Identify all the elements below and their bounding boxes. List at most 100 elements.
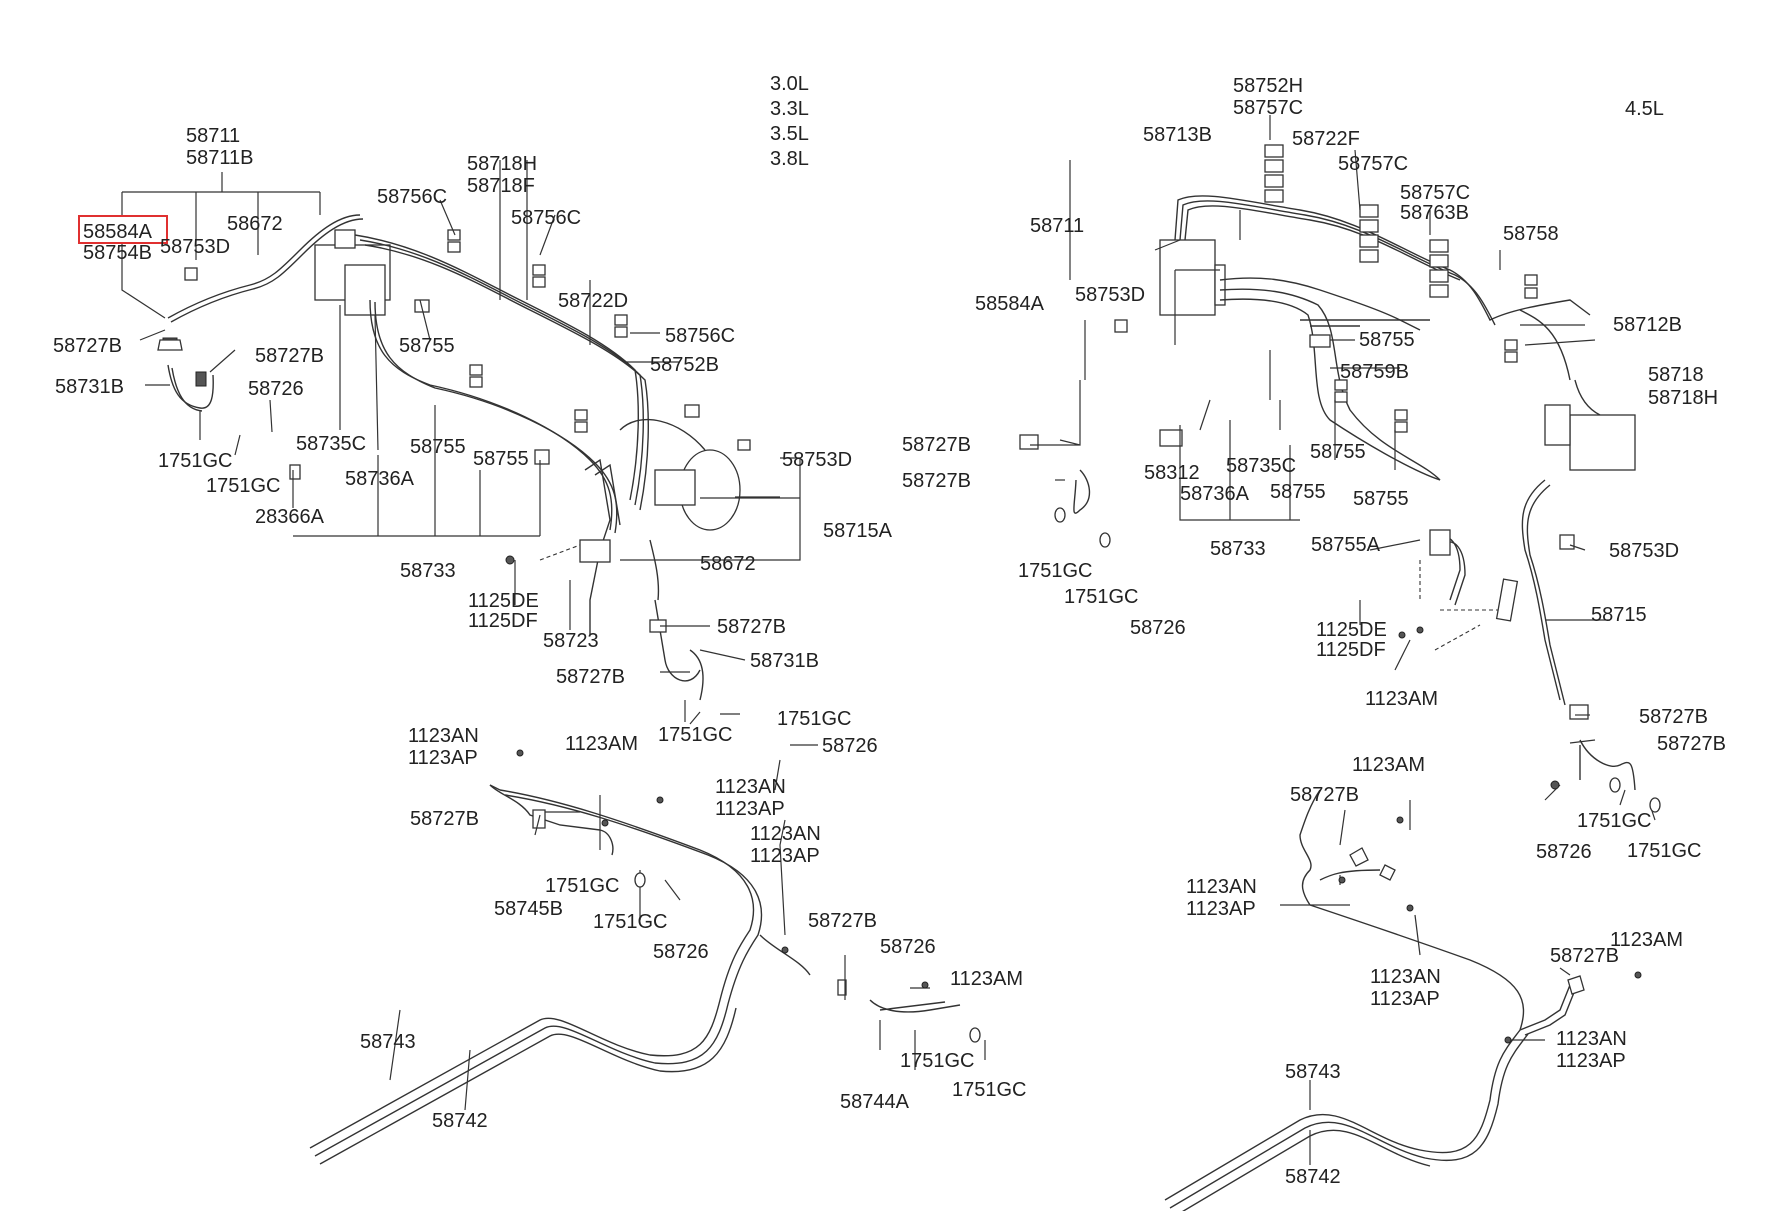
part-label-1123AP: 1123AP — [408, 747, 478, 769]
part-label-1123AM: 1123AM — [950, 968, 1023, 990]
part-label-58736A: 58736A — [1180, 483, 1250, 505]
variant-label: 3.0L — [770, 73, 809, 95]
part-label-58718: 58718 — [1648, 364, 1704, 386]
part-label-58755: 58755 — [473, 448, 529, 470]
part-label-58755A: 58755A — [1311, 534, 1381, 556]
part-label-1751GC: 1751GC — [593, 911, 668, 933]
part-label-58756C: 58756C — [665, 325, 735, 347]
distribution-block — [1159, 239, 1216, 316]
part-label-58727B: 58727B — [53, 335, 122, 357]
part-label-58758: 58758 — [1503, 223, 1559, 245]
part-label-58743: 58743 — [360, 1031, 416, 1053]
right-upper-labels: 58752H 58757C 58713B 58722F 58757C 58757… — [902, 75, 1726, 863]
part-label-1125DE: 1125DE — [468, 590, 539, 612]
part-label-58731B: 58731B — [750, 650, 819, 672]
part-label-58733: 58733 — [1210, 538, 1266, 560]
part-label-1123AM: 1123AM — [1365, 688, 1438, 710]
part-label-58726: 58726 — [880, 936, 936, 958]
part-label-58733: 58733 — [400, 560, 456, 582]
variant-label: 3.5L — [770, 123, 809, 145]
variant-label: 3.3L — [770, 98, 809, 120]
part-label-58727B: 58727B — [1657, 733, 1726, 755]
part-label-58763B: 58763B — [1400, 202, 1469, 224]
part-label-58755: 58755 — [1310, 441, 1366, 463]
part-label-1123AN: 1123AN — [1370, 966, 1441, 988]
part-label-1751GC: 1751GC — [658, 724, 733, 746]
part-label-58753D: 58753D — [1075, 284, 1145, 306]
part-label-1751GC: 1751GC — [952, 1079, 1027, 1101]
part-label-58757C: 58757C — [1338, 153, 1408, 175]
part-label-58711: 58711 — [1030, 215, 1084, 237]
part-label-58712B: 58712B — [1613, 314, 1682, 336]
part-label-1751GC: 1751GC — [777, 708, 852, 730]
part-label-58718H: 58718H — [467, 153, 537, 175]
part-label-1123AP: 1123AP — [1556, 1050, 1626, 1072]
part-label-58745B: 58745B — [494, 898, 563, 920]
part-label-58731B: 58731B — [55, 376, 124, 398]
engine-variants-left: 3.0L 3.3L 3.5L 3.8L — [770, 73, 809, 170]
part-label-58756C: 58756C — [511, 207, 581, 229]
right-lower-labels: 1123AM 58727B 1123AN 1123AP 1123AN 1123A… — [1186, 754, 1683, 1188]
part-label-58757C: 58757C — [1233, 97, 1303, 119]
part-label-58711B: 58711B — [186, 147, 253, 169]
part-label-58722D: 58722D — [558, 290, 628, 312]
part-label-1123AM: 1123AM — [1610, 929, 1683, 951]
part-label-1751GC: 1751GC — [1577, 810, 1652, 832]
part-label-58672: 58672 — [700, 553, 756, 575]
part-label-58755: 58755 — [1270, 481, 1326, 503]
part-label-1123AM: 1123AM — [1352, 754, 1425, 776]
part-label-1751GC: 1751GC — [206, 475, 281, 497]
part-label-1123AM: 1123AM — [565, 733, 638, 755]
part-label-1125DF: 1125DF — [1316, 639, 1386, 661]
part-label-1123AP: 1123AP — [1370, 988, 1440, 1010]
part-label-1123AN: 1123AN — [1186, 876, 1257, 898]
part-label-58584A[interactable]: 58584A — [83, 221, 153, 243]
part-label-1123AP: 1123AP — [1186, 898, 1256, 920]
part-label-58755: 58755 — [1353, 488, 1409, 510]
part-label-58726: 58726 — [822, 735, 878, 757]
part-label-58727B: 58727B — [1290, 784, 1359, 806]
part-label-58742: 58742 — [1285, 1166, 1341, 1188]
part-label-58757C: 58757C — [1400, 182, 1470, 204]
part-label-58759B: 58759B — [1340, 361, 1409, 383]
highlight-box — [78, 215, 168, 244]
part-label-58727B: 58727B — [410, 808, 479, 830]
left-lower-assembly — [309, 749, 986, 1165]
left-lower-labels: 1123AN 1123AP 1123AM 1123AN 1123AP 58727… — [360, 725, 1027, 1132]
engine-variant-right: 4.5L — [1625, 98, 1664, 120]
part-label-58755: 58755 — [1359, 329, 1415, 351]
part-label-58755: 58755 — [399, 335, 455, 357]
part-label-1751GC: 1751GC — [545, 875, 620, 897]
part-label-58718H: 58718H — [1648, 387, 1718, 409]
part-label-1123AN: 1123AN — [715, 776, 786, 798]
part-label-58727B: 58727B — [556, 666, 625, 688]
part-label-58713B: 58713B — [1143, 124, 1212, 146]
part-label-1123AN: 1123AN — [408, 725, 479, 747]
part-label-58753D: 58753D — [1609, 540, 1679, 562]
right-lower-assembly — [1164, 789, 1642, 1211]
part-label-58722F: 58722F — [1292, 128, 1360, 150]
part-label-58752B: 58752B — [650, 354, 719, 376]
part-label-58744A: 58744A — [840, 1091, 910, 1113]
part-label-58727B: 58727B — [1550, 945, 1619, 967]
part-label-58727B: 58727B — [717, 616, 786, 638]
part-label-28366A: 28366A — [255, 506, 325, 528]
part-label-58736A: 58736A — [345, 468, 415, 490]
part-label-58312: 58312 — [1144, 462, 1200, 484]
part-label-58723: 58723 — [543, 630, 599, 652]
part-label-1751GC: 1751GC — [1627, 840, 1702, 862]
part-label-1751GC: 1751GC — [1064, 586, 1139, 608]
part-label-58756C: 58756C — [377, 186, 447, 208]
part-label-1125DE: 1125DE — [1316, 619, 1387, 641]
part-label-58742: 58742 — [432, 1110, 488, 1132]
part-label-58754B: 58754B — [83, 242, 152, 264]
part-label-58727B: 58727B — [1639, 706, 1708, 728]
part-label-58726: 58726 — [1130, 617, 1186, 639]
part-label-58735C: 58735C — [296, 433, 366, 455]
part-label-1123AN: 1123AN — [1556, 1028, 1627, 1050]
part-label-58584A: 58584A — [975, 293, 1045, 315]
left-upper-assembly — [121, 160, 818, 746]
part-label-58755: 58755 — [410, 436, 466, 458]
part-label-58715: 58715 — [1591, 604, 1647, 626]
